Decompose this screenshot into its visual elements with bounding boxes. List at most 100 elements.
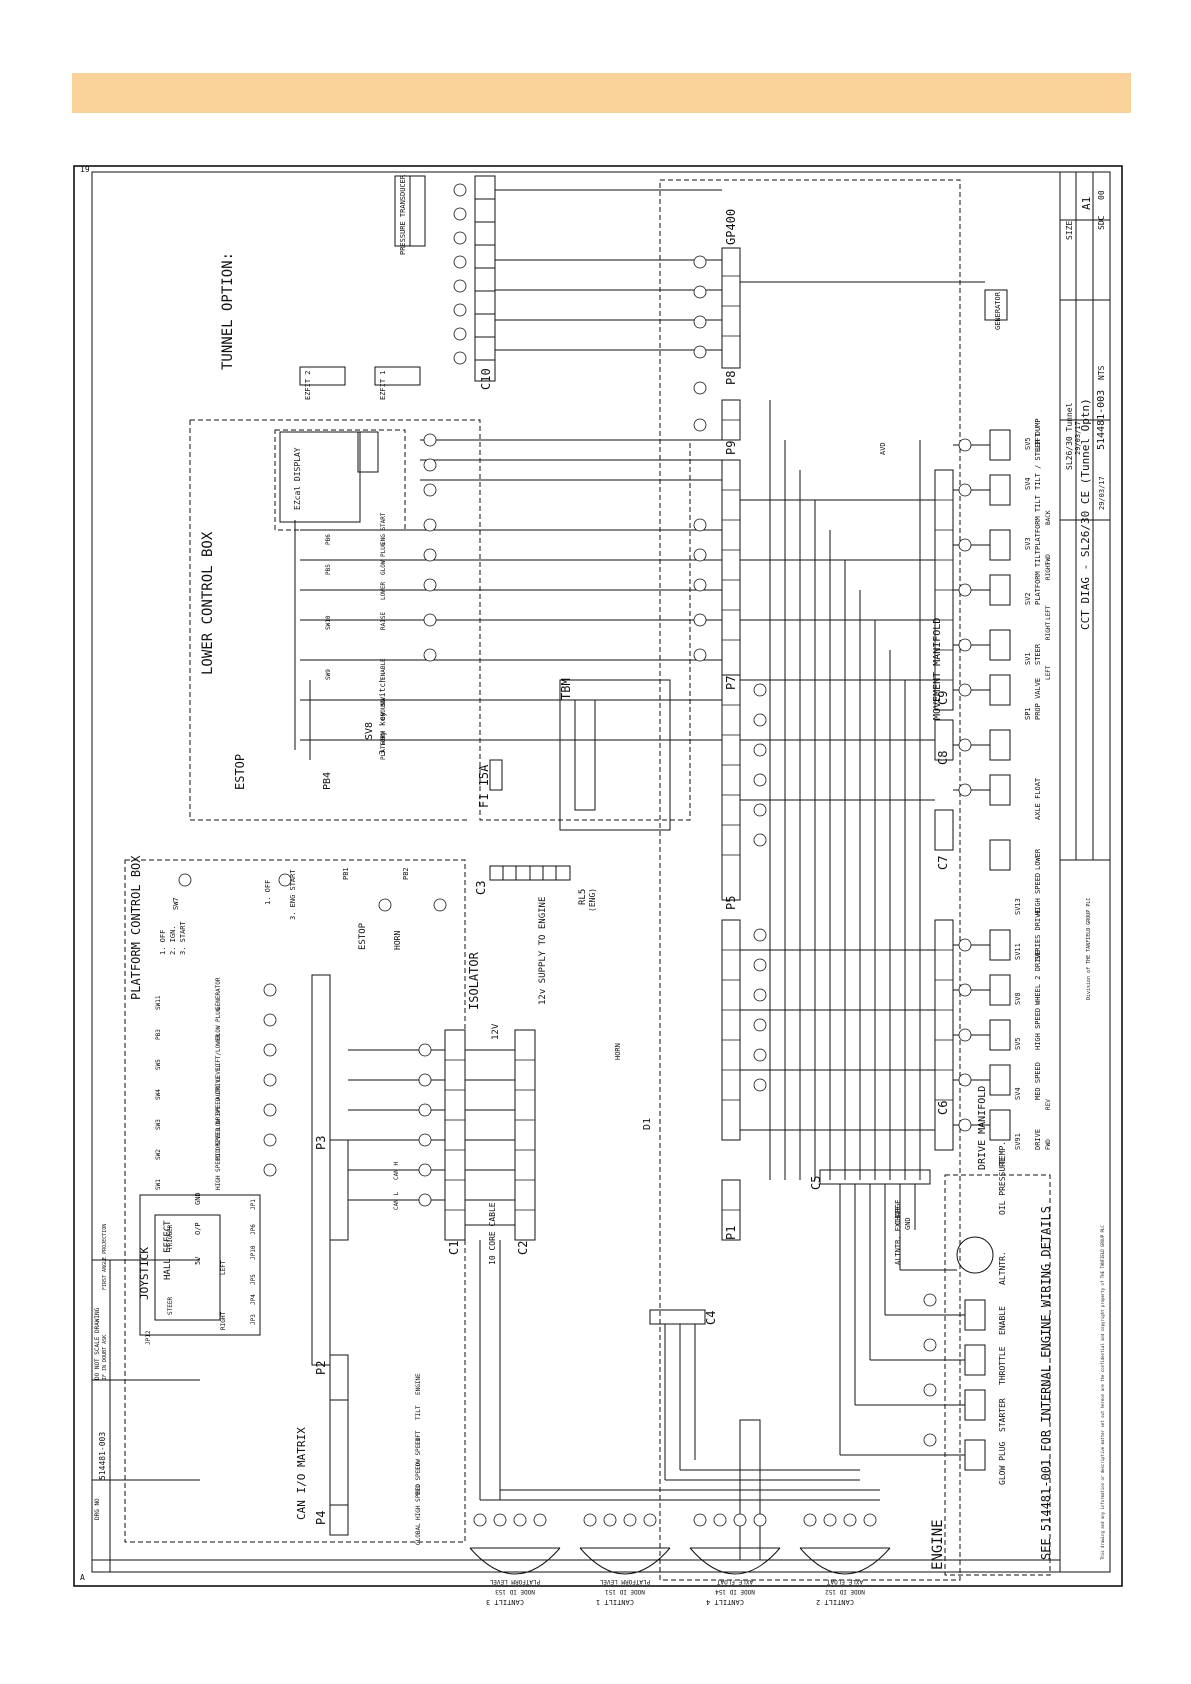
node-4-desc: AXLE FLOAT: [717, 1578, 754, 1585]
altntr-label: ALTNTR.: [998, 1251, 1007, 1285]
c1-label: C1: [447, 1241, 461, 1255]
pb4-label: PB4: [322, 772, 333, 790]
valve-sv5-id: SV5: [1024, 437, 1032, 450]
drive-sv91-name: DRIVE: [1034, 1129, 1042, 1150]
valve-sv5-name: LIFT: [1034, 432, 1042, 450]
valve-sv2-a: LEFT: [1045, 605, 1052, 620]
plat-lift-lower: LIFT/LOWER: [215, 1033, 222, 1070]
joy-pin-jp10: JP10: [250, 1245, 257, 1260]
cantilt-4-node: [689, 1547, 781, 1575]
can-io-matrix-title: CAN I/O MATRIX: [295, 1427, 308, 1520]
c5-label: C5: [809, 1176, 823, 1190]
throttle-label: THROTTLE: [998, 1346, 1007, 1385]
node-4-sub: NODE ID 154: [715, 1588, 755, 1595]
p3-label: P3: [314, 1136, 328, 1150]
joy-right: RIGHT: [220, 1312, 227, 1330]
key-switch-2: 2. IGN.: [169, 925, 177, 955]
drawing-number-right: 514481-003: [1096, 390, 1107, 450]
lower-control-box-title: LOWER CONTROL BOX: [200, 531, 216, 675]
plat-id-pb3: PB3: [155, 1029, 162, 1040]
supply-label: 12v SUPPLY TO ENGINE: [538, 897, 548, 1005]
plat-auto-level: AUTO LEVEL: [215, 1063, 222, 1100]
horn-label: HORN: [614, 1043, 622, 1060]
svg-text:19: 19: [80, 165, 90, 174]
key-switch-3: 3. START: [179, 920, 187, 955]
drive-sv91-b: REV: [1045, 1099, 1052, 1110]
drive-sv8-name: WHEEL 2 DRIVE: [1034, 950, 1042, 1005]
p8-label: P8: [724, 371, 738, 385]
drive-sv91-id: SV91: [1014, 1133, 1022, 1150]
input-eng-start: ENG START: [380, 512, 387, 545]
c8-label: C8: [936, 751, 950, 765]
joystick-title: JOYSTICK: [138, 1247, 151, 1300]
hall-pin-op: O/P: [194, 1222, 202, 1235]
p1-label: P1: [724, 1226, 738, 1240]
c2-label: C2: [516, 1241, 530, 1255]
altntr-excite-label: ALTNTR. EXCITE: [894, 1206, 902, 1265]
movement-manifold-label: MOVEMENT MANIFOLD: [932, 618, 943, 720]
lower-valve-label: LOWER: [1034, 848, 1042, 870]
node-1-desc: PLATFORM LEVEL: [599, 1578, 650, 1585]
drive-sv91-a: FWD: [1045, 1139, 1052, 1150]
gp400-label: GP400: [724, 209, 738, 245]
c6-label: C6: [936, 1101, 950, 1115]
sv8-label: SV8: [364, 722, 375, 740]
input-raise: RAISE: [380, 612, 387, 630]
plat-mid-speed: MID SPEED DRIVE: [215, 1105, 222, 1160]
drive-sv4-name: MED SPEED: [1034, 1062, 1042, 1100]
size-value: A1: [1080, 197, 1093, 210]
temp-label: TEMP.: [998, 1141, 1007, 1165]
tunnel-option-title: TUNNEL OPTION:: [220, 252, 236, 370]
model-label: SL26/30 Tunnel: [1065, 402, 1074, 470]
drive-sv5-id: SV5: [1014, 1037, 1022, 1050]
valve-sv3-id: SV3: [1024, 537, 1032, 550]
rl5-label: RL5: [578, 889, 588, 905]
company-label: Division of THE TANFIELD GROUP PLC: [1086, 898, 1092, 1000]
ezcal-label: EZcal DISPLAY: [293, 447, 302, 510]
joy-pin-jp6: JP6: [250, 1224, 257, 1235]
c10-label: C10: [479, 368, 493, 390]
can-out-mid-speed: MID SPEED: [415, 1462, 422, 1495]
plat-id-sw5: SW5: [155, 1059, 162, 1070]
plat-generator: GENERATOR: [215, 977, 222, 1010]
do-not-scale: DO NOT SCALE DRAWING: [94, 1307, 101, 1380]
pb1-label: PB1: [342, 867, 350, 880]
valve-sv2-id: SV2: [1024, 592, 1032, 605]
valve-sv1-a: LEFT: [1045, 665, 1052, 680]
ezfit1-label: EZFIT 1: [379, 370, 387, 400]
p9-label: P9: [724, 441, 738, 455]
rl5-sub: (ENG): [588, 888, 597, 912]
ten-core-label: 10 CORE CABLE: [488, 1202, 497, 1265]
input-id-pb6: PB6: [325, 534, 332, 545]
avd-label: AVD: [879, 442, 887, 455]
p5-label: P5: [724, 896, 738, 910]
input-platform: PLATFORM: [380, 731, 387, 760]
d1-label: D1: [642, 1118, 653, 1130]
date-2: 29/03/17: [1098, 476, 1106, 510]
alternator-symbol: [956, 1236, 994, 1274]
isolator-label: ISOLATOR: [467, 951, 481, 1010]
input-enable: ENABLE: [380, 658, 387, 680]
charge-label: CHARGE: [894, 1200, 902, 1225]
joy-steer: STEER: [167, 1297, 174, 1315]
cantilt-2-node: [799, 1547, 891, 1575]
joy-pin-jp1: JP1: [250, 1199, 257, 1210]
enable-label: ENABLE: [998, 1306, 1007, 1335]
plat-id-sw4: SW4: [155, 1089, 162, 1100]
platform-control-box-title: PLATFORM CONTROL BOX: [129, 855, 143, 1000]
valve-sv1-id: SV1: [1024, 652, 1032, 665]
sw7-off: 1. OFF: [264, 880, 272, 905]
drg-no-label: DRG NO: [94, 1498, 101, 1520]
twelve-v-label: 12V: [491, 1023, 501, 1040]
plat-id-sw11: SW11: [155, 995, 162, 1010]
axle-float-label: AXLE FLOAT: [1034, 777, 1042, 820]
generator-label: GENERATOR: [994, 291, 1002, 330]
input-id-sw10: SW10: [325, 615, 332, 630]
input-id-pb5: PB5: [325, 564, 332, 575]
engine-title: ENGINE: [930, 1519, 946, 1570]
estop-label: ESTOP: [233, 754, 247, 790]
can-out-high-speed: HIGH SPEED: [415, 1483, 422, 1520]
cantilt-1-node: [579, 1547, 671, 1575]
node-2-name: CANTILT 2: [816, 1598, 854, 1606]
sw7-eng-start: 3. ENG START: [289, 869, 297, 920]
